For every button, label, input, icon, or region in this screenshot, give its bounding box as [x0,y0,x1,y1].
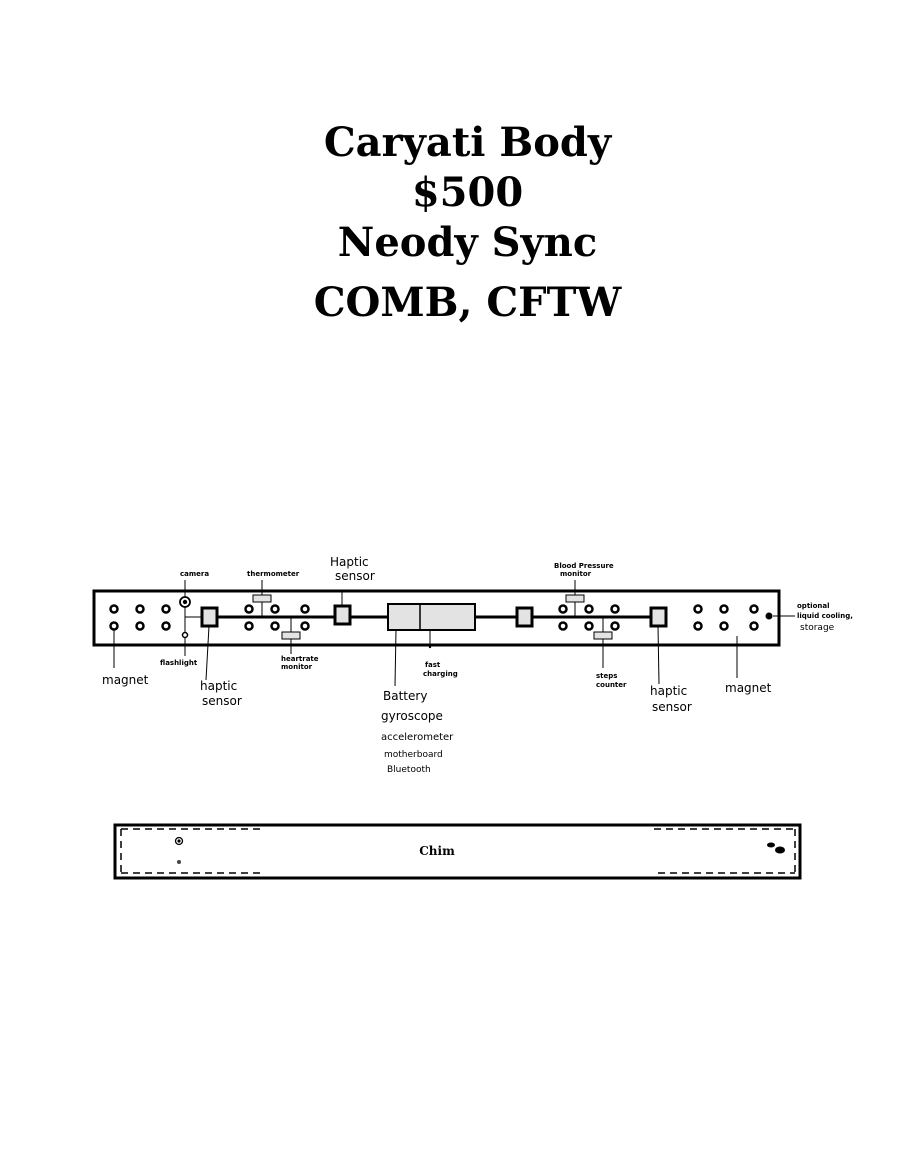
label-bluetooth: Bluetooth [387,765,431,775]
label-steps-1: steps [596,672,617,680]
haptic-sensor-top [333,604,352,626]
label-magnet-right: magnet [725,681,772,695]
chim-mark-icon [767,842,785,854]
chim-frame [113,823,802,880]
magnet-cluster-left [109,604,171,631]
title-product-name: Caryati Body [323,119,612,166]
steps-counter-component [593,631,613,640]
haptic-sensor-right [649,606,668,628]
label-haptic-top-1: Haptic [330,555,369,569]
label-heartrate-2: monitor [281,663,313,671]
title-price: $500 [411,169,524,216]
label-battery: Battery [383,689,427,703]
battery-block [387,603,476,631]
label-optional-3: storage [800,623,835,633]
flashlight-icon [181,631,189,639]
thermometer-component [252,594,272,603]
label-heartrate-1: heartrate [281,655,319,663]
heartrate-monitor-component [281,631,301,640]
magnet-cluster-right [693,604,759,631]
label-camera: camera [180,570,209,578]
haptic-sensor-left [200,606,219,628]
label-thermometer: thermometer [247,570,300,578]
liquid-cooling-port [765,612,773,620]
label-haptic-left-1: haptic [200,679,237,693]
label-gyroscope: gyroscope [381,709,443,723]
label-blood-pressure-1: Blood Pressure [554,562,614,570]
haptic-sensor-mid [515,606,534,628]
label-fast-charging-2: charging [423,670,458,678]
title-model: Neody Sync [337,219,598,266]
label-blood-pressure-2: monitor [560,570,592,578]
label-optional-2: liquid cooling, [797,612,853,620]
blood-pressure-component [565,594,585,603]
chim-flashlight-icon [177,860,181,864]
label-flashlight: flashlight [160,659,198,667]
camera-icon [179,596,191,608]
label-steps-2: counter [596,681,627,689]
label-haptic-top-2: sensor [335,569,375,583]
label-optional-1: optional [797,602,829,610]
label-haptic-left-2: sensor [202,694,242,708]
label-accelerometer: accelerometer [381,732,454,743]
label-haptic-right-2: sensor [652,700,692,714]
label-fast-charging-1: fast [425,661,441,669]
title-codes: COMB, CFTW [313,279,622,326]
label-magnet-left: magnet [102,673,149,687]
body-frame [92,589,781,647]
label-chim: Chim [419,844,455,858]
label-haptic-right-1: haptic [650,684,687,698]
chim-camera-icon [174,836,184,846]
label-motherboard: motherboard [384,750,443,760]
